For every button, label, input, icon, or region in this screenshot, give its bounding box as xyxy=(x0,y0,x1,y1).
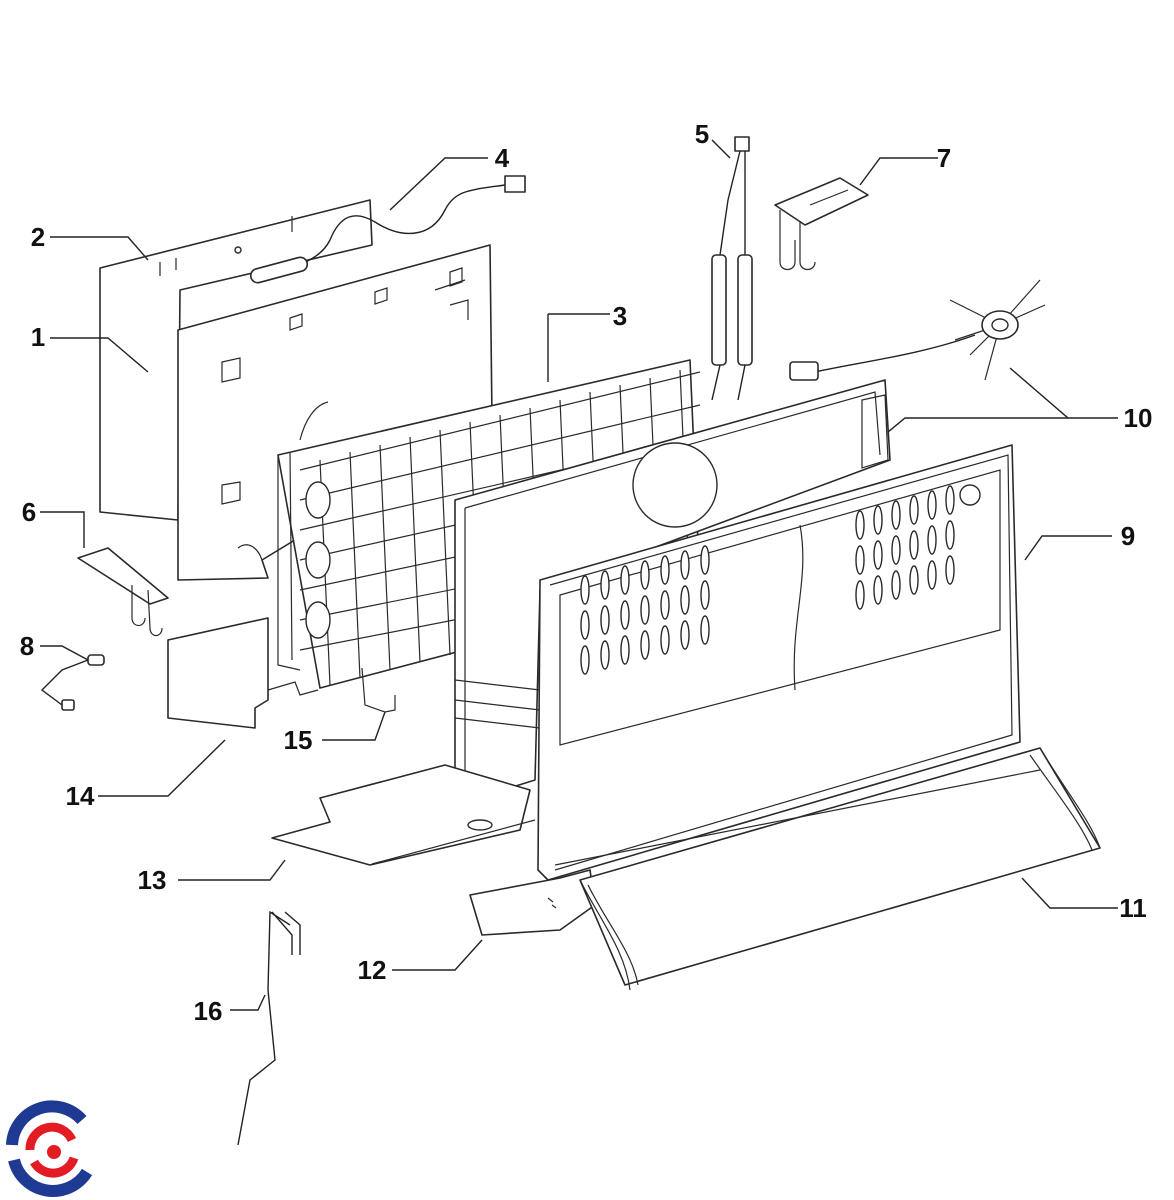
part-8-sensor xyxy=(40,654,105,711)
part-11-lower-cover xyxy=(554,747,1101,991)
cover-vent-slots-left xyxy=(580,545,710,675)
part-10-fan-motor xyxy=(789,279,1046,381)
callout-labels: 2 1 3 4 5 7 6 10 9 8 14 15 13 11 12 16 xyxy=(20,119,1153,1026)
callout-14: 14 xyxy=(66,781,95,811)
callout-5: 5 xyxy=(695,119,709,149)
callout-4: 4 xyxy=(495,143,510,173)
callout-7: 7 xyxy=(937,143,951,173)
part-14-insulation-pad xyxy=(167,617,319,729)
part-12-front-shield xyxy=(469,869,596,936)
callout-8: 8 xyxy=(20,631,34,661)
part-16-hook-wire xyxy=(237,910,301,1146)
callout-15: 15 xyxy=(284,725,313,755)
part-9-evaporator-cover xyxy=(537,444,1021,881)
callout-2: 2 xyxy=(31,222,45,252)
part-1-back-plate xyxy=(177,244,493,581)
part-5-defrost-heater xyxy=(711,136,753,401)
callout-13: 13 xyxy=(138,865,167,895)
callout-3: 3 xyxy=(613,301,627,331)
part-2-insulation-sheet xyxy=(99,199,373,521)
part-13-drain-trough xyxy=(271,764,536,866)
callout-9: 9 xyxy=(1121,521,1135,551)
cover-vent-slots-right xyxy=(855,485,955,610)
callout-1: 1 xyxy=(31,322,45,352)
part-6-clip xyxy=(77,547,169,637)
callout-12: 12 xyxy=(358,955,387,985)
callout-16: 16 xyxy=(194,996,223,1026)
callout-11: 11 xyxy=(1119,893,1147,923)
part-4-sensor-cable xyxy=(249,175,526,284)
leader-lines xyxy=(40,139,1118,1011)
callout-10: 10 xyxy=(1124,403,1153,433)
brand-logo-icon xyxy=(6,1100,93,1197)
part-7-bracket xyxy=(774,177,869,271)
callout-6: 6 xyxy=(22,497,36,527)
